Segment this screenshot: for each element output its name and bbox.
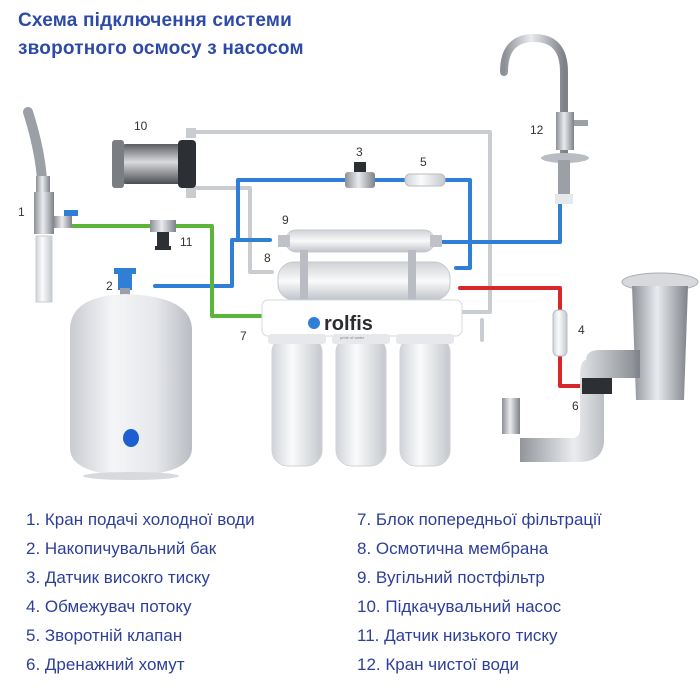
grey-tube-pump-in xyxy=(193,186,274,274)
green-tube-supply xyxy=(68,224,264,318)
legend-item-10: 10. Підкачувальний насос xyxy=(357,597,562,616)
flow-restrictor xyxy=(552,309,568,357)
legend-item-11: 11. Датчик низького тиску xyxy=(357,626,558,645)
callout-10: 10 xyxy=(134,119,148,133)
drain-siphon xyxy=(502,272,699,462)
callout-numbers: 1 2 3 4 5 6 7 8 9 10 11 12 xyxy=(18,119,585,413)
legend-item-7: 7. Блок попередньої фільтрації xyxy=(357,510,602,529)
callout-1: 1 xyxy=(18,205,25,219)
callout-2: 2 xyxy=(106,279,113,293)
blue-tube-top-loop xyxy=(236,178,472,270)
storage-tank xyxy=(70,268,192,480)
check-valve xyxy=(404,173,446,187)
legend-item-9: 9. Вугільний постфільтр xyxy=(357,568,545,587)
legend-item-1: 1. Кран подачі холодної води xyxy=(26,510,255,529)
legend-item-2: 2. Накопичувальний бак xyxy=(26,539,217,558)
callout-8: 8 xyxy=(264,251,271,265)
blue-tube-tank xyxy=(153,238,272,288)
blue-tubes xyxy=(153,178,562,288)
drain-clamp xyxy=(582,378,612,394)
red-tubes xyxy=(458,286,590,388)
brand-tagline: pride of water xyxy=(340,335,365,340)
red-tube-drain xyxy=(458,286,590,388)
legend-item-12: 12. Кран чистої води xyxy=(357,655,519,674)
legend-item-3: 3. Датчик високго тиску xyxy=(26,568,210,587)
diagram-title-line-2: зворотного осмосу з насосом xyxy=(18,38,304,59)
brand-name: rolfis xyxy=(324,313,373,335)
clean-water-faucet xyxy=(500,33,589,204)
prefilter-block: rolfis pride of water xyxy=(261,299,463,467)
brand-drop-icon xyxy=(308,317,320,329)
grey-tube-pump-out xyxy=(193,130,492,314)
diagram-title-line-1: Схема підключення системи xyxy=(18,10,292,31)
callout-5: 5 xyxy=(420,155,427,169)
callout-4: 4 xyxy=(578,323,585,337)
callout-12: 12 xyxy=(530,123,544,137)
legend-item-6: 6. Дренажний хомут xyxy=(26,655,185,674)
high-pressure-switch xyxy=(345,162,375,188)
connection-diagram: rolfis pride of water 1 2 3 4 5 6 7 8 9 … xyxy=(18,33,699,480)
callout-3: 3 xyxy=(356,145,363,159)
carbon-postfilter xyxy=(278,229,442,253)
legend-item-4: 4. Обмежувач потоку xyxy=(26,597,192,616)
legend-item-8: 8. Осмотична мембрана xyxy=(357,539,549,558)
callout-7: 7 xyxy=(240,329,247,343)
legend-right-column: 7. Блок попередньої фільтрації 8. Осмоти… xyxy=(357,505,602,679)
callout-9: 9 xyxy=(282,213,289,227)
low-pressure-switch xyxy=(150,220,176,250)
booster-pump xyxy=(112,128,196,198)
legend-left-column: 1. Кран подачі холодної води 2. Накопичу… xyxy=(26,505,255,679)
grey-tubes xyxy=(193,130,492,342)
green-tubes xyxy=(68,224,264,318)
callout-6: 6 xyxy=(572,399,579,413)
cold-water-valve xyxy=(23,107,78,303)
osmotic-membrane xyxy=(277,250,451,301)
blue-tube-to-faucet xyxy=(436,198,562,244)
callout-11: 11 xyxy=(180,235,193,249)
legend-item-5: 5. Зворотній клапан xyxy=(26,626,183,645)
